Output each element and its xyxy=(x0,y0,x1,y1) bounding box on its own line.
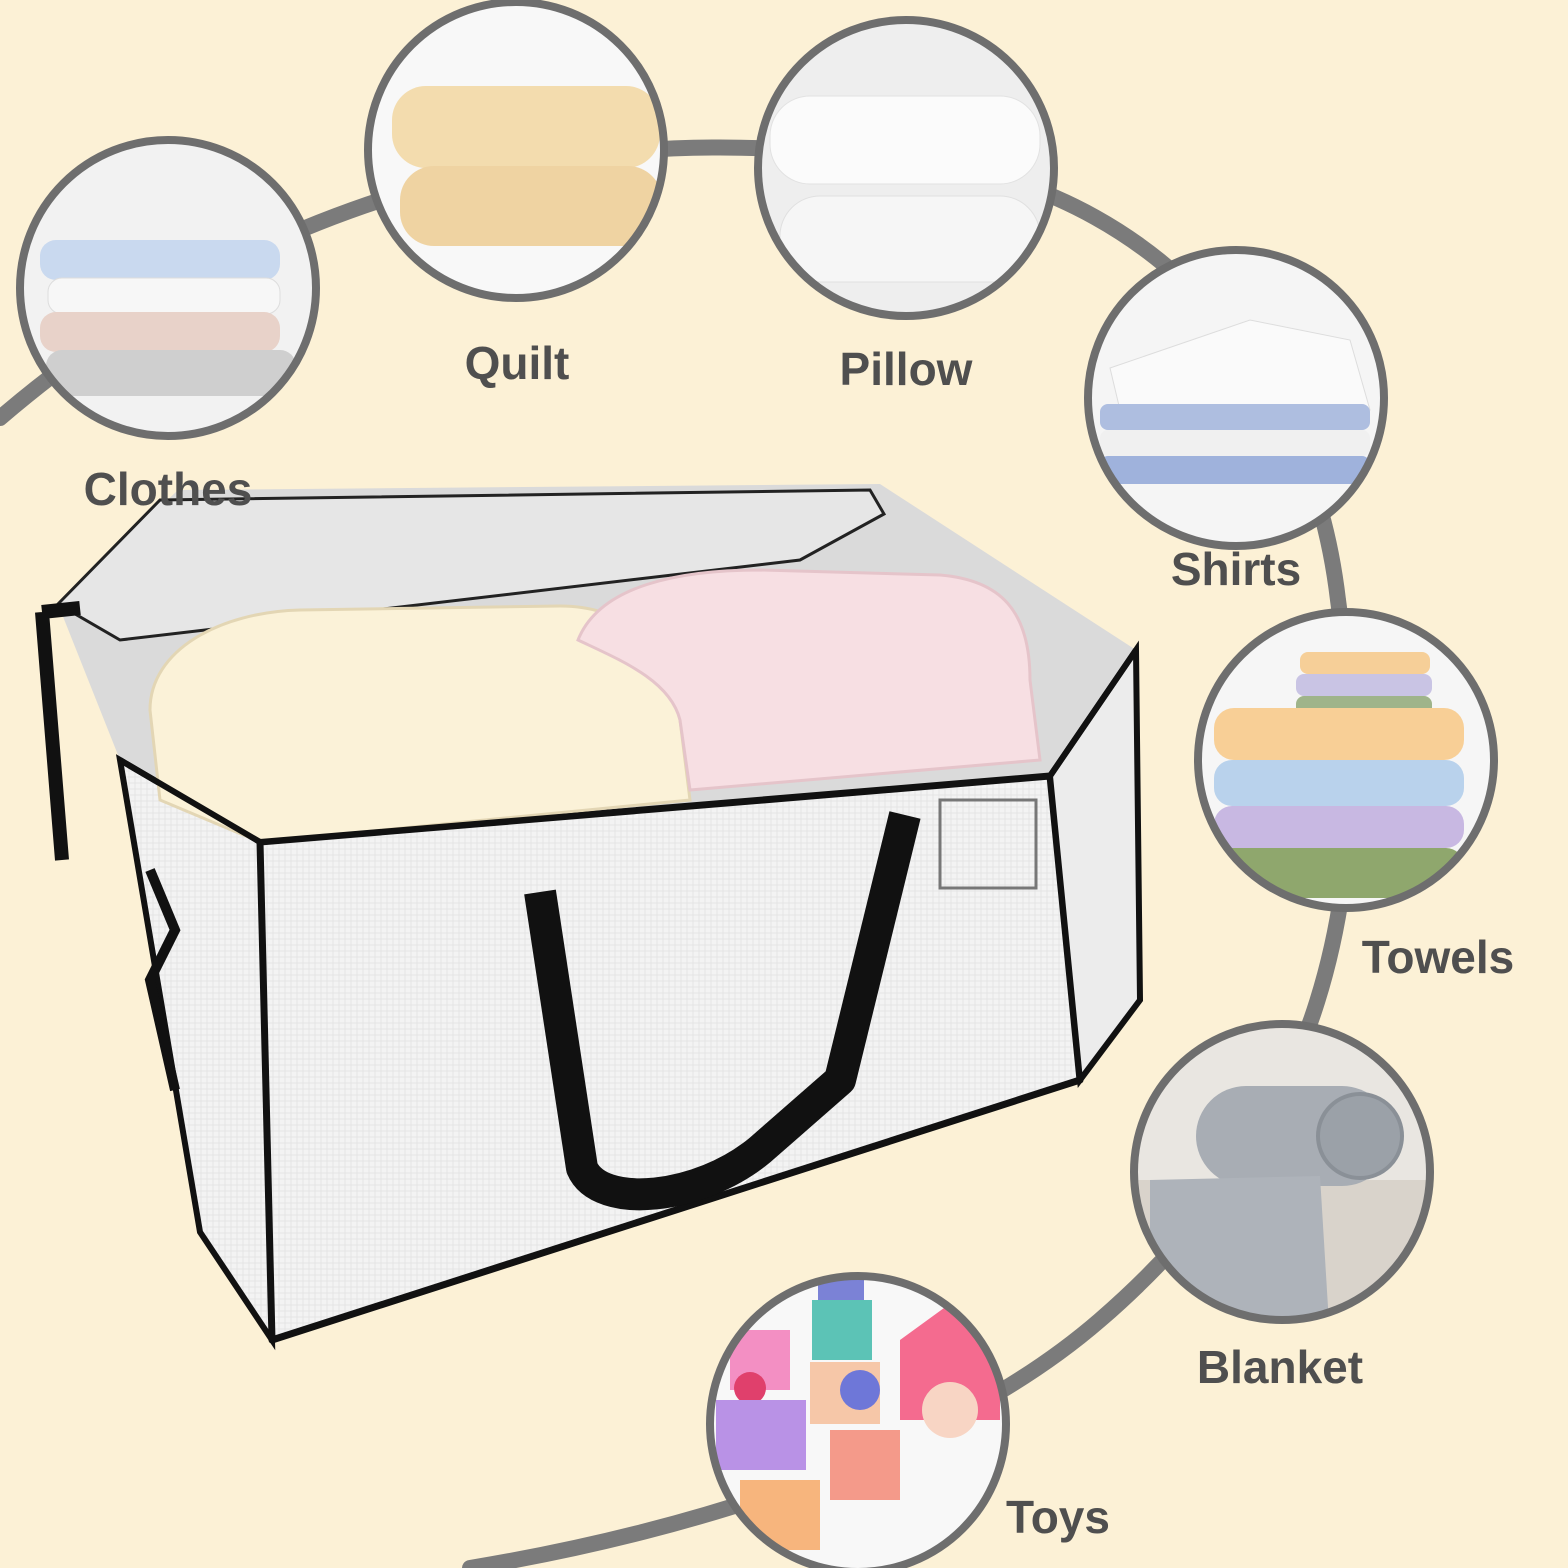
item-label-toys: Toys xyxy=(1006,1491,1110,1543)
towel-stack-icon xyxy=(1194,608,1498,912)
item-label-pillow: Pillow xyxy=(839,343,973,395)
item-label-blanket: Blanket xyxy=(1196,1341,1364,1393)
folded-shirts-icon xyxy=(1084,246,1388,550)
item-label-shirts: Shirts xyxy=(1170,543,1302,595)
item-label-quilt: Quilt xyxy=(464,337,570,389)
storage-bag-illustration xyxy=(35,484,1144,1351)
toy-blocks-icon xyxy=(706,1272,1010,1568)
rolled-blanket-icon xyxy=(1130,1020,1434,1324)
item-label-clothes: Clothes xyxy=(83,463,253,515)
pillow-icon xyxy=(754,16,1058,320)
folded-quilt-icon xyxy=(364,0,668,302)
folded-clothes-icon xyxy=(16,136,320,440)
item-label-towels: Towels xyxy=(1361,931,1515,983)
